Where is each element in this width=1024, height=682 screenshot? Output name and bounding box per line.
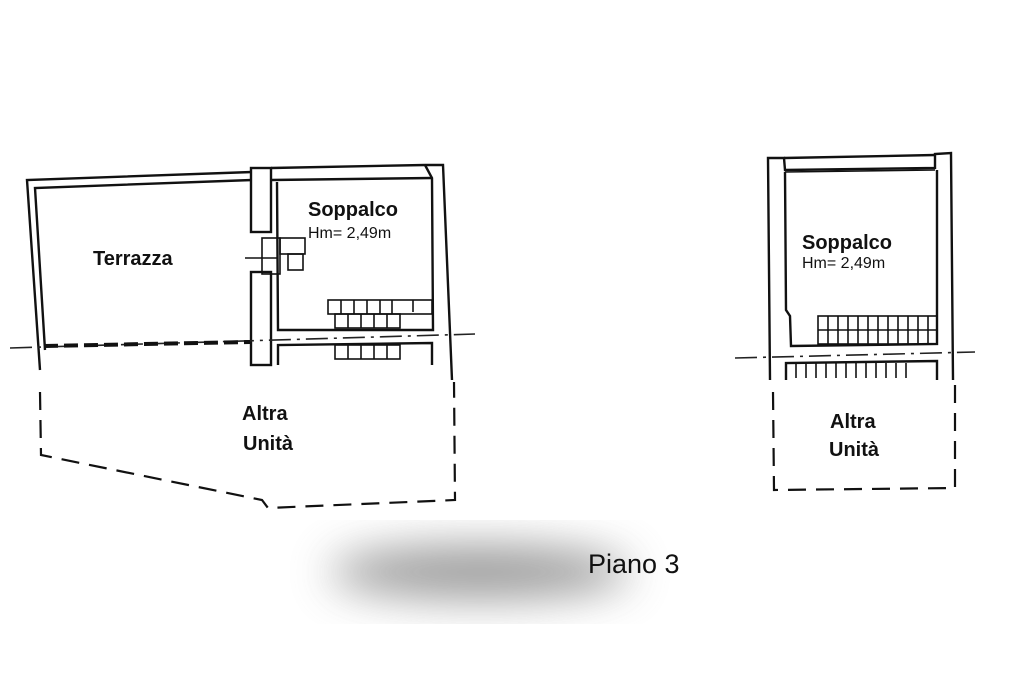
room-label-unita: Unità <box>243 433 294 455</box>
wall-pier <box>249 166 273 234</box>
section-axis <box>9 333 476 349</box>
floor-label: Piano 3 <box>588 549 680 579</box>
room-label-terrazza: Terrazza <box>93 248 174 270</box>
room-label-unita: Unità <box>829 439 880 461</box>
right-plan: Soppalco Hm= 2,49m Altra Unità <box>734 151 976 492</box>
stair-grid <box>817 315 938 345</box>
stair-upper <box>327 299 433 329</box>
room-label-altra: Altra <box>830 411 876 433</box>
stair-lower <box>276 341 434 365</box>
room-label-altra: Altra <box>242 403 288 425</box>
other-unit-boundary <box>771 384 957 492</box>
room-label-soppalco: Soppalco <box>308 199 398 221</box>
section-axis <box>734 351 976 359</box>
room-label-soppalco: Soppalco <box>802 232 892 254</box>
left-plan: Terrazza Soppalco Hm= 2,49m Altra Unità <box>9 163 476 510</box>
other-unit-boundary <box>38 381 457 510</box>
stair-small <box>245 237 306 275</box>
stair-lower <box>784 359 939 380</box>
room-height: Hm= 2,49m <box>802 255 885 272</box>
room-height: Hm= 2,49m <box>308 225 391 242</box>
scan-smudge <box>330 546 630 598</box>
